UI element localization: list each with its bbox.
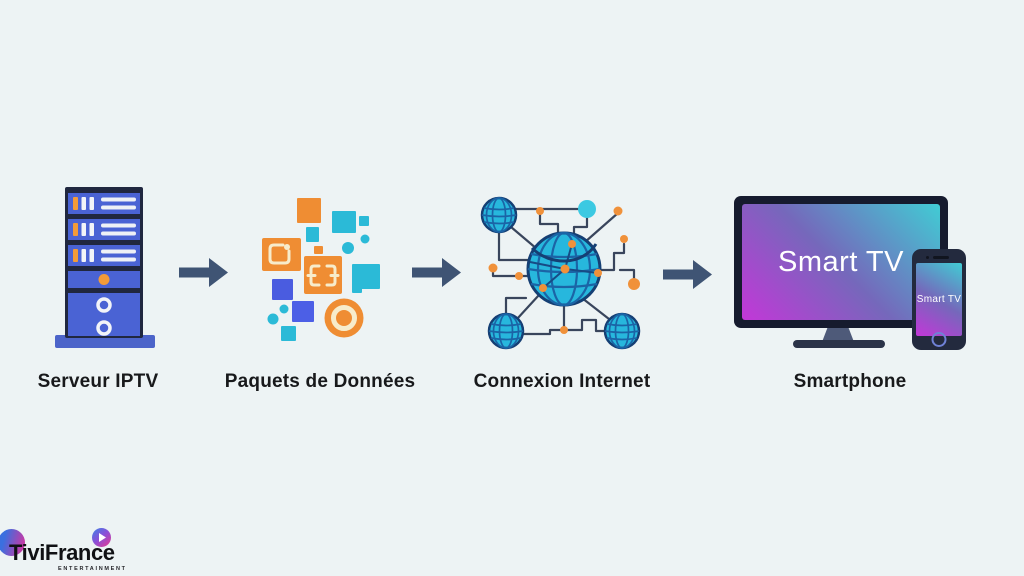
brand-logo: TiviFrance ENTERTAINMENT: [0, 518, 150, 576]
tv-screen: Smart TV: [742, 204, 940, 320]
step-server: Serveur IPTV: [33, 183, 163, 398]
arrow-right-icon: [412, 258, 461, 287]
tv-stand-neck: [822, 327, 854, 342]
step-label-internet: Connexion Internet: [473, 371, 651, 392]
phone-home-button-icon: [931, 332, 947, 347]
play-triangle-icon: [99, 533, 106, 542]
phone-speaker-icon: [933, 256, 949, 259]
phone-screen: Smart TV: [916, 263, 962, 336]
tv-frame: Smart TV: [734, 196, 948, 328]
data-packets-icon: [262, 198, 380, 341]
phone-screen-text: Smart TV: [916, 294, 962, 305]
brand-subtitle: ENTERTAINMENT: [58, 566, 127, 572]
internet-network-icon: [480, 196, 641, 350]
tv-stand-base: [793, 340, 885, 348]
step-packets: Paquets de Données: [225, 183, 415, 398]
phone-camera-icon: [926, 256, 929, 259]
arrow-right-icon: [179, 258, 228, 287]
step-devices: Smart TV Smart TV Smartphone: [734, 183, 966, 398]
server-icon: [55, 187, 155, 348]
arrow-right-icon: [663, 260, 712, 289]
step-label-server: Serveur IPTV: [37, 371, 159, 392]
step-internet: Connexion Internet: [474, 183, 650, 398]
step-label-devices: Smartphone: [793, 371, 907, 392]
step-label-packets: Paquets de Données: [224, 371, 416, 392]
play-icon: [92, 528, 111, 547]
smartphone-icon: Smart TV: [912, 249, 966, 350]
tv-screen-text: Smart TV: [778, 245, 904, 278]
brand-name: TiviFrance: [9, 540, 115, 565]
logo-gradient-circle: [0, 529, 25, 556]
